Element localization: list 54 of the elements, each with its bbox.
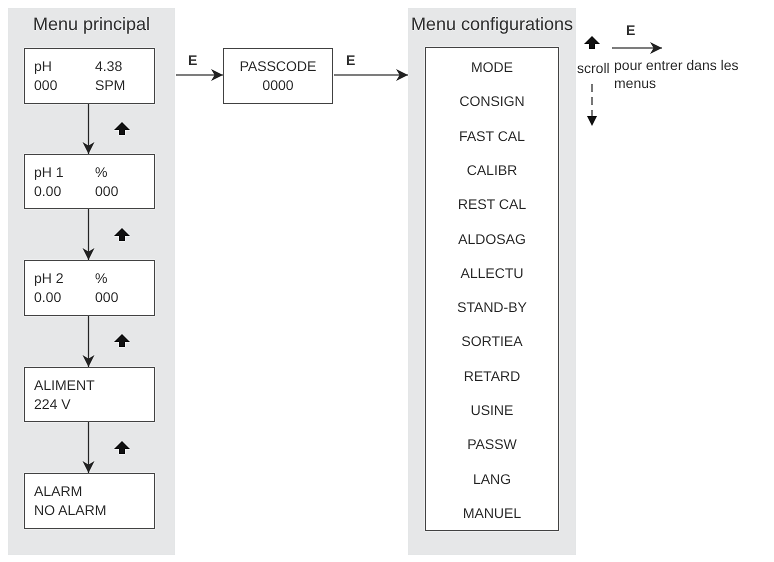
display-text: pH 2 bbox=[34, 269, 64, 287]
display-text: ALARM bbox=[34, 482, 82, 500]
menu-item: CALIBR bbox=[466, 160, 518, 179]
menu-item: RETARD bbox=[462, 366, 522, 385]
menu-item: SORTIEA bbox=[460, 332, 524, 350]
edge-label: E bbox=[346, 51, 356, 69]
display-box bbox=[223, 48, 333, 104]
display-box bbox=[24, 260, 155, 316]
arrow bbox=[82, 104, 94, 154]
menu-item: LANG bbox=[472, 470, 512, 488]
display-text: 0.00 bbox=[34, 182, 62, 200]
display-text: SPM bbox=[95, 76, 126, 94]
menu-item: MANUEL bbox=[462, 504, 522, 522]
menu-item: PASSW bbox=[466, 435, 518, 454]
menu-item: ALDOSAG bbox=[457, 230, 527, 248]
display-text: pH bbox=[34, 57, 52, 75]
menu-item: ALLECTU bbox=[459, 264, 525, 282]
display-text: 000 bbox=[95, 288, 118, 306]
edge-label: E bbox=[188, 51, 198, 69]
display-text: 0.00 bbox=[34, 288, 62, 306]
menu-item: USINE bbox=[470, 401, 514, 419]
arrow bbox=[82, 316, 94, 367]
display-box bbox=[24, 367, 155, 422]
display-text: PASSCODE bbox=[238, 57, 318, 75]
display-box bbox=[24, 473, 155, 529]
arrow bbox=[176, 69, 223, 81]
menu-item: FAST CAL bbox=[458, 126, 526, 145]
arrow bbox=[82, 422, 94, 473]
display-text: % bbox=[95, 269, 108, 287]
menu-item: CONSIGN bbox=[458, 92, 526, 110]
display-text: 000 bbox=[95, 182, 118, 200]
arrow bbox=[82, 209, 94, 260]
menu-item: REST CAL bbox=[456, 195, 528, 214]
key-label: E bbox=[626, 21, 636, 39]
scroll-label: scroll bbox=[577, 59, 610, 77]
display-box bbox=[24, 154, 155, 209]
display-box bbox=[24, 48, 155, 104]
display-text: 4.38 bbox=[95, 57, 122, 75]
menu-list-box bbox=[425, 47, 559, 531]
menu-item: MODE bbox=[470, 58, 514, 76]
panel-heading: Menu configurations bbox=[410, 14, 574, 35]
display-text: pH 1 bbox=[34, 163, 64, 181]
display-text: 0000 bbox=[261, 76, 295, 94]
panel-heading: Menu principal bbox=[32, 14, 152, 35]
display-text: ALIMENT bbox=[34, 376, 95, 394]
menu-item: STAND-BY bbox=[456, 298, 528, 316]
menu-panel bbox=[8, 8, 175, 555]
display-text: NO ALARM bbox=[34, 501, 106, 519]
arrow bbox=[334, 69, 408, 81]
menu-panel bbox=[408, 8, 576, 555]
legend-text: pour entrer dans les menus bbox=[614, 56, 740, 92]
display-text: % bbox=[95, 163, 108, 181]
display-text: 000 bbox=[34, 76, 58, 94]
display-text: 224 V bbox=[34, 395, 71, 413]
